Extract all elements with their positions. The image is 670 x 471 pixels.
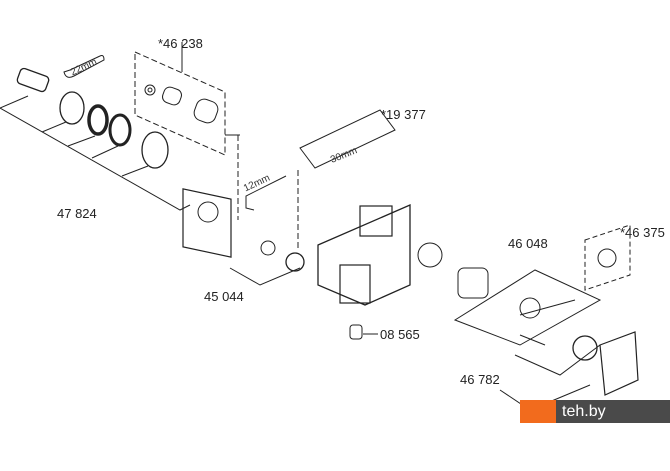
watermark: teh.by	[520, 400, 670, 423]
part-label-wrench: *19 377	[381, 107, 426, 122]
part-label-handle: 46 782	[460, 372, 500, 387]
part-label-aerator: 08 565	[380, 327, 420, 342]
part-label-diverter: 46 048	[508, 236, 548, 251]
part-label-cartridge-set: *46 238	[158, 36, 203, 51]
part-label-headpart: 47 824	[57, 206, 97, 221]
watermark-text: teh.by	[556, 400, 670, 423]
watermark-accent	[520, 400, 556, 423]
part-label-rosette-set: *46 375	[620, 225, 665, 240]
part-label-nipple: 45 044	[204, 289, 244, 304]
cartridge-set-group	[134, 51, 226, 156]
